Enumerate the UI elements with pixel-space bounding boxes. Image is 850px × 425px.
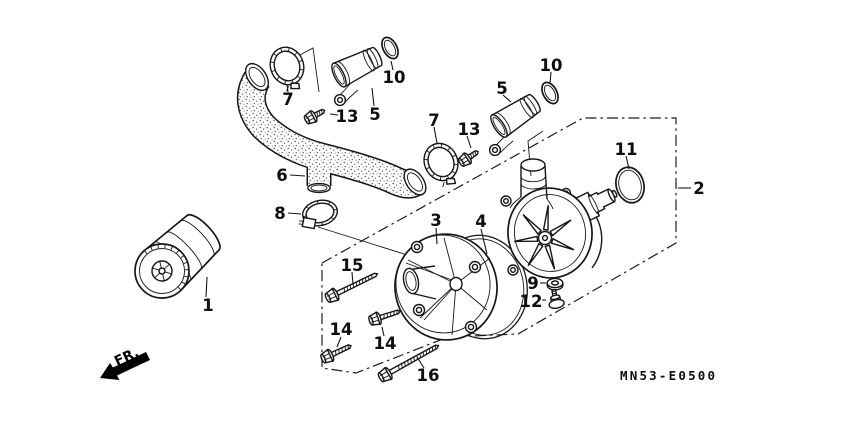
stub-bolt-13-left [301, 104, 329, 127]
flange-bolt-14-mid [366, 304, 403, 328]
o-ring-large [615, 166, 645, 204]
impeller [514, 205, 575, 270]
leader-lines [205, 60, 691, 369]
callout-4: 4 [475, 212, 486, 231]
pump-neck [509, 158, 554, 210]
front-direction-arrow: FR. [100, 345, 150, 380]
callout-13b: 13 [458, 120, 481, 139]
fr-arrow-icon [100, 352, 150, 380]
water-hose [236, 62, 427, 199]
callout-10b: 10 [540, 56, 563, 75]
oil-filter [134, 213, 221, 299]
guide-lines-left-pipe [297, 47, 320, 93]
callout-3: 3 [430, 211, 441, 230]
water-pump-body [500, 158, 618, 279]
drawing-code: MN53-E0500 [620, 368, 717, 383]
joint-pipe-right [487, 89, 545, 157]
flange-bolt-12 [548, 288, 565, 310]
callout-14b: 14 [374, 334, 397, 353]
callout-13a: 13 [336, 107, 359, 126]
callout-5a: 5 [369, 105, 380, 124]
o-ring-left [377, 33, 403, 63]
assembly-boundary-chainline [321, 117, 677, 374]
washer-9 [546, 277, 564, 291]
worm-hose-clamp [298, 199, 339, 230]
o-ring-right [537, 78, 563, 108]
callout-14a: 14 [330, 320, 353, 339]
callout-12: 12 [520, 292, 543, 311]
flange-bolt-14-lower [318, 339, 355, 366]
callout-10a: 10 [383, 68, 406, 87]
band-clamp-left [264, 41, 312, 97]
callout-6: 6 [276, 166, 287, 185]
callout-7b: 7 [428, 111, 439, 130]
water-pump-cover [394, 233, 498, 341]
callout-9: 9 [527, 274, 538, 293]
callout-7a: 7 [282, 90, 293, 109]
joint-pipe-left [328, 42, 386, 107]
callout-11: 11 [615, 140, 638, 159]
stub-bolt-13-right [455, 145, 483, 170]
callout-labels: 1 2 3 4 5 5 6 7 7 8 9 10 10 11 12 13 13 … [202, 56, 704, 385]
callout-2: 2 [693, 179, 704, 198]
callout-8: 8 [274, 204, 285, 223]
callout-16: 16 [417, 366, 440, 385]
callout-5b: 5 [496, 79, 507, 98]
callout-1: 1 [202, 296, 213, 315]
callout-15: 15 [341, 256, 364, 275]
